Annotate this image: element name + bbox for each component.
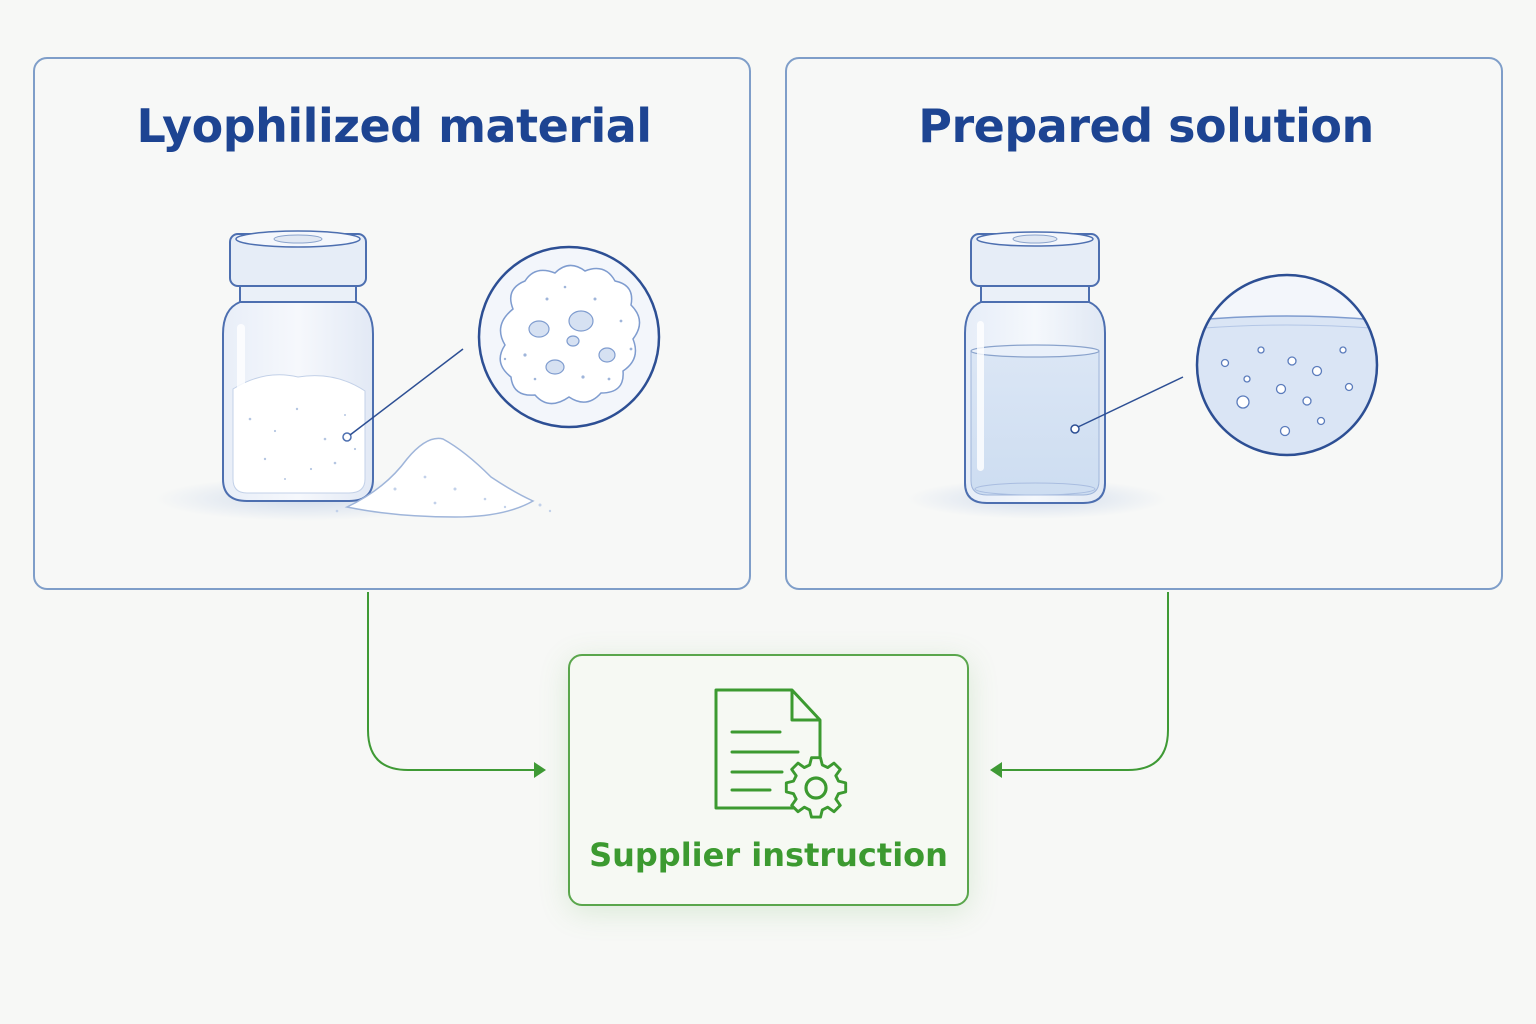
panel-title-lyophilized: Lyophilized material <box>136 99 652 153</box>
supplier-instruction-box: Supplier instruction <box>568 654 969 906</box>
liquid-magnified-icon <box>1195 273 1379 457</box>
connector-left <box>367 592 538 771</box>
supplier-instruction-label: Supplier instruction <box>589 836 948 874</box>
panel-prepared-solution: Prepared solution <box>785 57 1503 590</box>
panel-title-prepared-solution: Prepared solution <box>918 99 1374 153</box>
vial-with-liquid-icon <box>907 231 1184 519</box>
arrowhead-left <box>534 762 546 778</box>
connector-right <box>998 592 1169 771</box>
vial-with-powder-icon <box>155 230 552 521</box>
document-gear-icon <box>714 688 848 819</box>
powder-magnified-icon <box>477 245 661 429</box>
panel-lyophilized: Lyophilized material <box>33 57 751 590</box>
arrowhead-right <box>990 762 1002 778</box>
